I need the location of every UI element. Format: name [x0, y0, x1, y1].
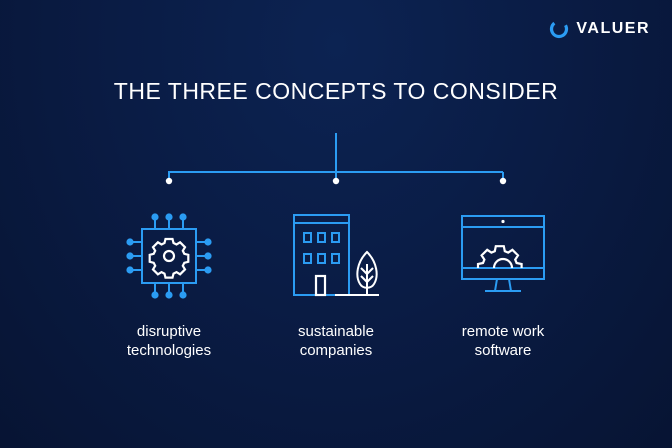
- concept-label-line2: companies: [299, 342, 373, 359]
- concept-label-disruptive-technologies: disruptive technologies: [84, 322, 254, 360]
- monitor-gear-icon: [461, 215, 545, 292]
- valuer-ring-icon: [550, 19, 569, 39]
- concept-label-line2: software: [474, 342, 532, 359]
- node-dot-left: [165, 177, 173, 185]
- concept-label-line1: sustainable: [298, 323, 374, 340]
- page-title: THE THREE CONCEPTS TO CONSIDER: [113, 78, 559, 104]
- node-dot-center: [332, 177, 340, 185]
- concept-label-line1: remote work: [461, 323, 545, 340]
- concept-label-remote-work-software: remote work software: [418, 322, 588, 360]
- microchip-gear-icon: [126, 213, 212, 299]
- brand-name: VALUER: [576, 20, 650, 37]
- concept-label-line2: technologies: [126, 342, 212, 359]
- concept-label-line1: disruptive: [136, 323, 202, 340]
- building-tree-icon: [293, 214, 379, 297]
- concept-label-sustainable-companies: sustainable companies: [251, 322, 421, 360]
- valuer-logo: VALUER: [548, 18, 650, 40]
- node-dot-right: [499, 177, 507, 185]
